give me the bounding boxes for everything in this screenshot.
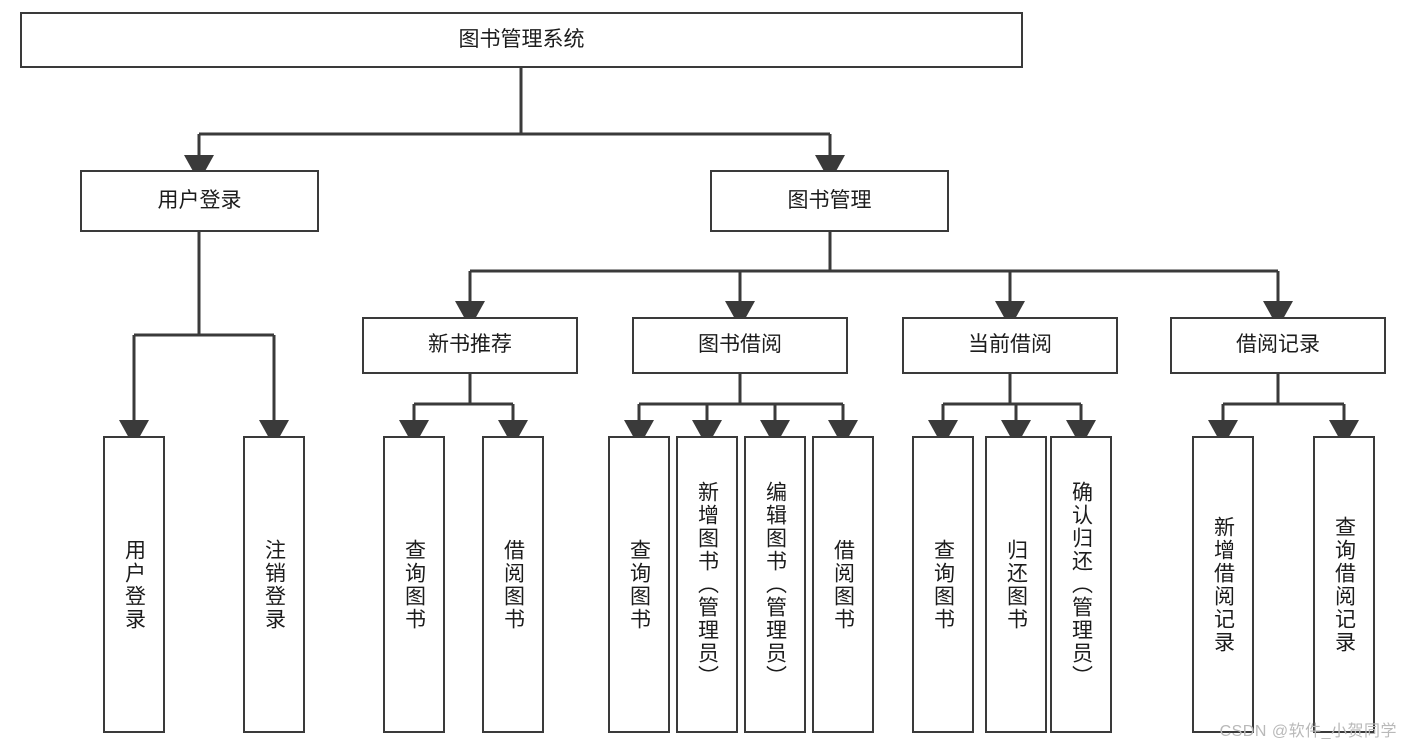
node-label-leaf_add_book: 新增图书（管理员） bbox=[695, 481, 719, 688]
node-label-leaf_query_book_2: 查询图书 bbox=[627, 538, 651, 631]
node-label-root: 图书管理系统 bbox=[458, 27, 585, 51]
node-leaf_query_book_1[interactable]: 查询图书 bbox=[383, 436, 445, 733]
node-leaf_return_book[interactable]: 归还图书 bbox=[985, 436, 1047, 733]
node-borrow_record[interactable]: 借阅记录 bbox=[1170, 317, 1386, 374]
node-label-leaf_edit_book: 编辑图书（管理员） bbox=[763, 481, 787, 688]
node-label-user_login: 用户登录 bbox=[157, 188, 242, 212]
node-root[interactable]: 图书管理系统 bbox=[20, 12, 1023, 68]
node-leaf_query_book_3[interactable]: 查询图书 bbox=[912, 436, 974, 733]
node-label-borrow_record: 借阅记录 bbox=[1236, 333, 1320, 357]
node-label-leaf_query_record: 查询借阅记录 bbox=[1332, 515, 1356, 654]
node-leaf_borrow_book_1[interactable]: 借阅图书 bbox=[482, 436, 544, 733]
node-leaf_add_record[interactable]: 新增借阅记录 bbox=[1192, 436, 1254, 733]
node-book_manage[interactable]: 图书管理 bbox=[710, 170, 949, 232]
node-leaf_logout[interactable]: 注销登录 bbox=[243, 436, 305, 733]
node-label-book_borrow: 图书借阅 bbox=[698, 333, 782, 357]
node-label-book_manage: 图书管理 bbox=[787, 188, 872, 212]
node-leaf_add_book[interactable]: 新增图书（管理员） bbox=[676, 436, 738, 733]
node-book_borrow[interactable]: 图书借阅 bbox=[632, 317, 848, 374]
node-label-new_book_rec: 新书推荐 bbox=[428, 333, 512, 357]
node-leaf_borrow_book_2[interactable]: 借阅图书 bbox=[812, 436, 874, 733]
node-new_book_rec[interactable]: 新书推荐 bbox=[362, 317, 578, 374]
node-label-cur_borrow: 当前借阅 bbox=[968, 333, 1052, 357]
node-label-leaf_query_book_1: 查询图书 bbox=[402, 538, 426, 631]
node-label-leaf_add_record: 新增借阅记录 bbox=[1211, 515, 1235, 654]
node-label-leaf_logout: 注销登录 bbox=[262, 538, 286, 631]
node-leaf_confirm_ret[interactable]: 确认归还（管理员） bbox=[1050, 436, 1112, 733]
node-label-leaf_query_book_3: 查询图书 bbox=[931, 538, 955, 631]
node-cur_borrow[interactable]: 当前借阅 bbox=[902, 317, 1118, 374]
node-label-leaf_return_book: 归还图书 bbox=[1004, 538, 1028, 631]
node-leaf_query_record[interactable]: 查询借阅记录 bbox=[1313, 436, 1375, 733]
node-label-leaf_user_login: 用户登录 bbox=[122, 538, 146, 631]
node-leaf_query_book_2[interactable]: 查询图书 bbox=[608, 436, 670, 733]
node-leaf_user_login[interactable]: 用户登录 bbox=[103, 436, 165, 733]
node-label-leaf_borrow_book_2: 借阅图书 bbox=[831, 538, 855, 631]
watermark: CSDN @软件_小贺同学 bbox=[1219, 723, 1397, 740]
node-label-leaf_borrow_book_1: 借阅图书 bbox=[501, 538, 525, 631]
node-label-leaf_confirm_ret: 确认归还（管理员） bbox=[1069, 481, 1093, 688]
node-leaf_edit_book[interactable]: 编辑图书（管理员） bbox=[744, 436, 806, 733]
node-user_login[interactable]: 用户登录 bbox=[80, 170, 319, 232]
